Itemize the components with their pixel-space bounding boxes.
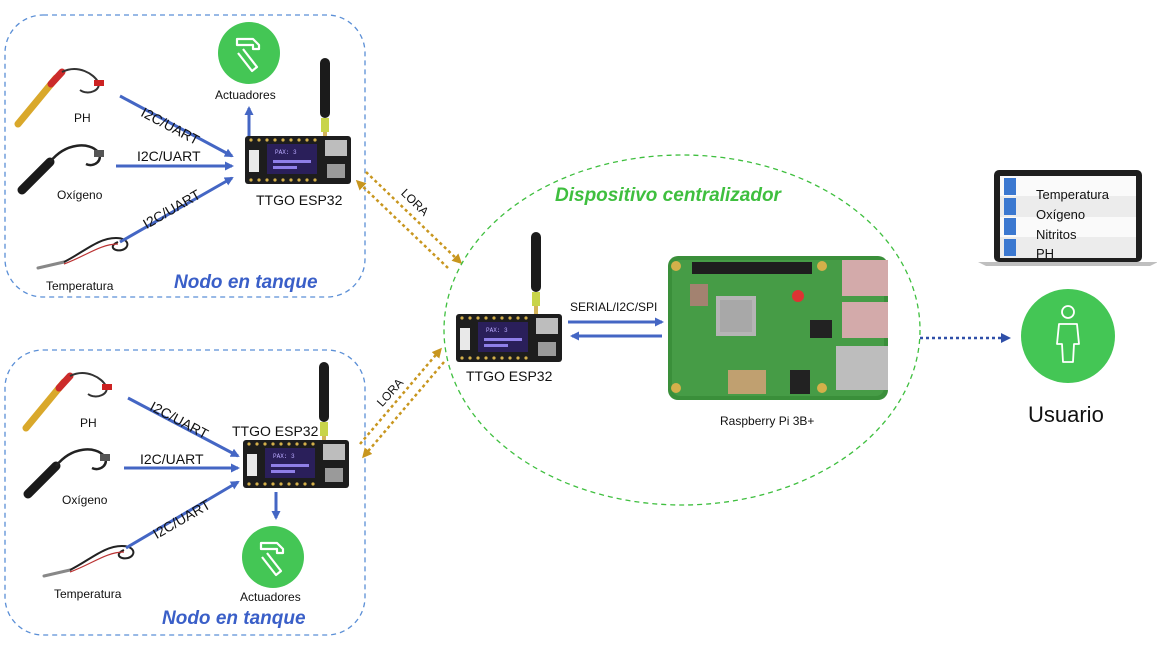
antenna-icon [320, 58, 330, 140]
node1-frame [4, 14, 366, 298]
esp32-board-icon [245, 136, 351, 184]
central-link-label: SERIAL/I2C/SPI [570, 300, 658, 314]
node1-sensor-oxygen-label: Oxígeno [57, 188, 103, 202]
node2-sensor-ph-label: PH [80, 416, 97, 430]
screen-item-nitrites: Nitritos [1036, 227, 1077, 242]
node1-temp-arrow [119, 176, 234, 244]
antenna-icon [531, 232, 541, 314]
lora-link-1 [355, 171, 463, 269]
laptop-icon [978, 170, 1157, 266]
user-icon [1021, 289, 1115, 383]
node2-board-label: TTGO ESP32 [232, 423, 319, 439]
ph-probe-icon [18, 69, 104, 124]
lora-link-2 [359, 347, 445, 459]
screen-item-oxygen: Oxígeno [1036, 207, 1086, 222]
node1-link-ox-label: I2C/UART [137, 148, 201, 164]
raspberry-pi-icon [668, 256, 888, 400]
node2-sensor-oxygen-label: Oxígeno [62, 493, 108, 507]
node2-ph-arrow [127, 396, 240, 458]
temperature-probe-icon [42, 544, 135, 578]
node2-title: Nodo en tanque [162, 608, 306, 629]
oxygen-probe-icon [22, 145, 104, 190]
esp32-board-icon [456, 314, 562, 362]
user-label: Usuario [1028, 402, 1104, 427]
node1-sensor-temp-label: Temperatura [46, 279, 114, 293]
esp32-board-icon [243, 440, 349, 488]
hammer-icon [240, 524, 306, 590]
screen-item-temperature: Temperatura [1036, 187, 1109, 202]
node1-ph-arrow [119, 94, 234, 158]
screen-item-ph: PH [1036, 246, 1055, 258]
node2-temp-arrow [125, 480, 240, 550]
node1-board-label: TTGO ESP32 [256, 192, 343, 208]
node1-actuators-label: Actuadores [215, 88, 276, 102]
temperature-probe-icon [36, 236, 129, 270]
central-frame [443, 154, 921, 506]
node1-sensor-ph-label: PH [74, 111, 91, 125]
central-board-label: TTGO ESP32 [466, 368, 553, 384]
antenna-icon [319, 362, 329, 444]
oxygen-probe-icon [28, 449, 110, 494]
raspberry-pi-label: Raspberry Pi 3B+ [720, 414, 815, 428]
central-title: Dispositivo centralizador [555, 185, 781, 206]
node2-link-ox-label: I2C/UART [140, 451, 204, 467]
node1-title: Nodo en tanque [174, 272, 318, 293]
node2-actuators-label: Actuadores [240, 590, 301, 604]
ph-probe-icon [26, 373, 112, 428]
node2-sensor-temp-label: Temperatura [54, 587, 122, 601]
hammer-icon [216, 20, 282, 86]
